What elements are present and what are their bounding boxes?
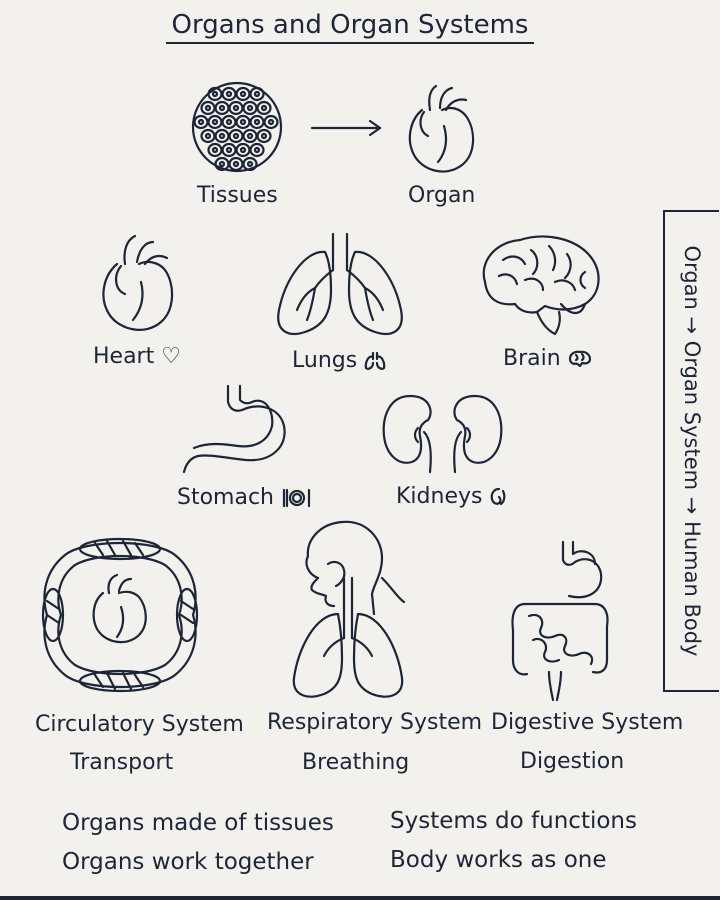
note-1: Organs made of tissues	[62, 810, 334, 836]
tissues-label: Tissues	[197, 183, 278, 208]
heart-organ-icon	[102, 234, 174, 331]
stomach-icon	[182, 384, 286, 474]
page-title: Organs and Organ Systems	[0, 10, 700, 44]
digestive-function-label: Digestion	[520, 749, 625, 774]
organ-label: Organ	[408, 183, 476, 208]
circulatory-function-label: Transport	[70, 750, 174, 775]
hierarchy-text: Organ → Organ System → Human Body	[680, 245, 704, 657]
note-4: Body works as one	[390, 847, 607, 873]
respiratory-system-label: Respiratory System	[267, 710, 483, 735]
circulatory-icon	[41, 537, 199, 693]
plate-icon	[282, 488, 311, 508]
brain-label: Brain	[503, 346, 592, 371]
respiratory-function-label: Breathing	[302, 750, 410, 775]
digestive-system-label: Digestive System	[491, 710, 684, 735]
brain-icon	[482, 235, 600, 336]
lungs-small-icon	[364, 351, 386, 370]
cells-icon	[191, 81, 283, 173]
kidneys-label: Kidneys	[396, 484, 509, 509]
note-3: Systems do functions	[390, 808, 637, 834]
note-2: Organs work together	[62, 849, 314, 875]
lungs-label: Lungs	[292, 348, 386, 373]
bottom-border	[0, 896, 720, 900]
kidneys-small-icon	[491, 487, 506, 506]
arrow-right-icon	[310, 119, 382, 137]
heart-label: Heart ♡	[93, 344, 181, 369]
brain-small-icon	[568, 350, 591, 368]
heart-icon	[408, 84, 475, 173]
kidneys-icon	[382, 394, 503, 474]
circulatory-system-label: Circulatory System	[35, 712, 244, 737]
lungs-icon	[277, 232, 403, 336]
hierarchy-sidebar: Organ → Organ System → Human Body	[663, 210, 719, 692]
respiratory-icon	[292, 520, 406, 698]
digestive-icon	[511, 540, 609, 702]
stomach-label: Stomach	[177, 485, 313, 510]
